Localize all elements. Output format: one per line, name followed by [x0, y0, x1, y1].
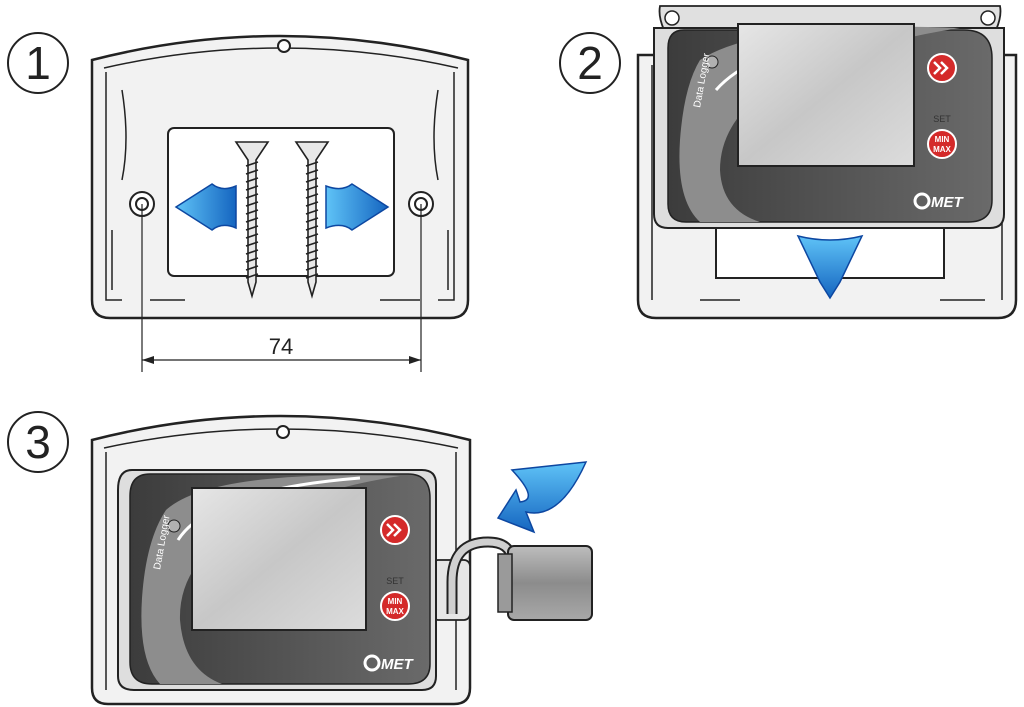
svg-text:MAX: MAX	[933, 145, 951, 154]
screw-right	[294, 141, 330, 299]
step-1-badge: 1	[7, 32, 69, 94]
set-label-2: SET	[933, 114, 951, 124]
svg-text:MAX: MAX	[386, 607, 404, 616]
comet-logo-2: MET	[913, 192, 965, 211]
arrow-down	[796, 234, 864, 300]
dimension-label: 74	[269, 334, 293, 359]
svg-text:MET: MET	[381, 656, 415, 673]
step-2-badge: 2	[559, 32, 621, 94]
padlock	[446, 536, 593, 621]
step-2-number: 2	[577, 37, 603, 89]
step-3-badge: 3	[7, 411, 69, 473]
data-logger-device-2: Data Logger SET MIN MAX MET	[653, 5, 1005, 229]
data-logger-device-3: Data Logger SET MIN MAX MET	[117, 469, 437, 691]
minmax-button-3[interactable]: MIN MAX	[380, 591, 410, 621]
svg-text:MET: MET	[931, 194, 965, 211]
lcd-display-3	[191, 487, 367, 631]
dimension-74: 74	[141, 204, 422, 372]
wall-bracket-1	[90, 34, 470, 320]
screw-left	[234, 141, 270, 299]
set-label-3: SET	[386, 576, 404, 586]
step-1-panel: 1	[7, 32, 470, 372]
minmax-button-2[interactable]: MIN MAX	[927, 129, 957, 159]
step-2-panel: 2 Data Logger	[559, 5, 1018, 320]
next-button-2[interactable]	[927, 53, 957, 83]
step-3-panel: 3 Data Logger SET MIN	[7, 411, 593, 706]
comet-logo-3: MET	[363, 654, 415, 673]
lcd-display-2	[737, 23, 915, 167]
top-hole	[277, 39, 291, 53]
arrow-curved	[496, 461, 588, 534]
arrow-right	[325, 183, 390, 231]
center-window	[167, 127, 395, 277]
svg-text:MIN: MIN	[388, 597, 403, 606]
svg-text:MIN: MIN	[935, 135, 950, 144]
arrow-left	[174, 183, 237, 231]
step-3-number: 3	[25, 416, 51, 468]
next-button-3[interactable]	[380, 515, 410, 545]
step-1-number: 1	[25, 37, 51, 89]
